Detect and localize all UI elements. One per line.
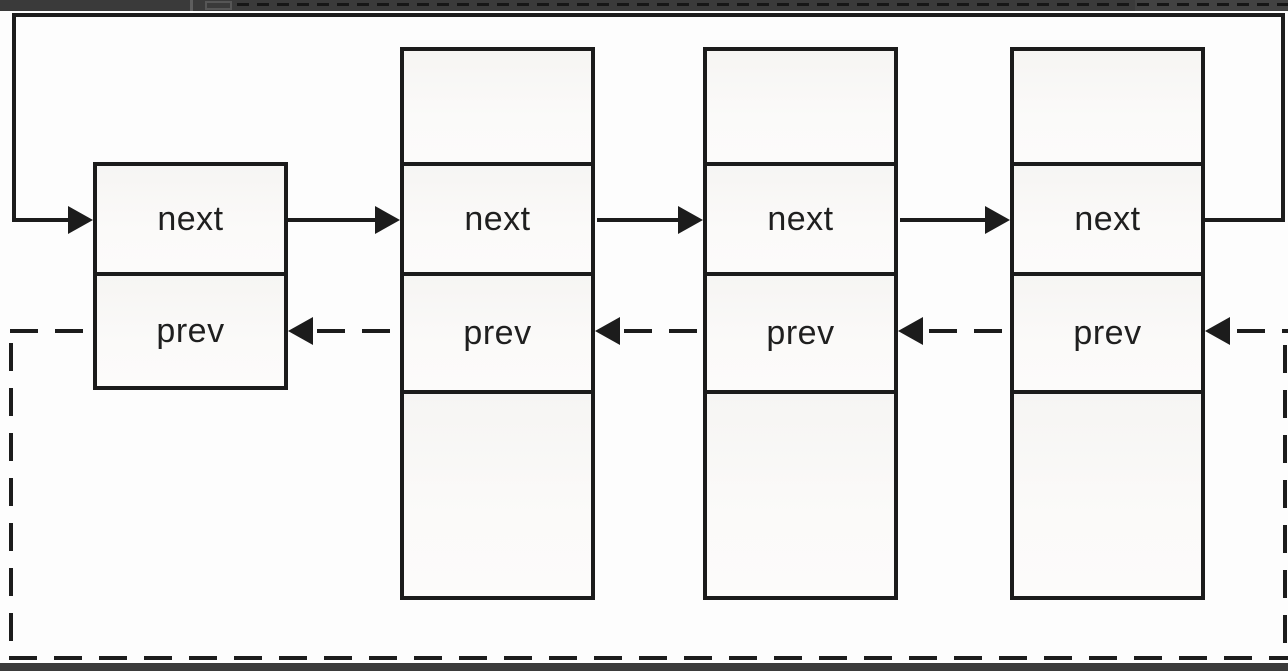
node-1-cell-next: next	[97, 166, 284, 272]
node-2-prev-label: prev	[463, 314, 532, 352]
node-1: next prev	[93, 162, 288, 390]
node-2-cell-next: next	[404, 162, 591, 272]
node-1-next-label: next	[157, 200, 224, 238]
next-link-2-arrowhead-icon	[678, 206, 703, 234]
chrome-artifact-box	[205, 1, 232, 10]
node-1-prev-label: prev	[156, 312, 225, 350]
next-link-0-line	[12, 218, 70, 222]
node-4-cell-data-top	[1014, 51, 1201, 162]
chrome-dashed-edge	[237, 3, 1288, 6]
node-1-cell-prev: prev	[97, 272, 284, 386]
next-link-4-line	[1205, 218, 1285, 222]
node-4-cell-prev: prev	[1014, 272, 1201, 390]
node-3-cell-data-top	[707, 51, 894, 162]
prev-link-1-arrowhead-icon	[288, 317, 313, 345]
prev-link-1-line	[317, 329, 400, 333]
node-3-cell-data-bottom	[707, 390, 894, 596]
node-3-cell-prev: prev	[707, 272, 894, 390]
node-2: next prev	[400, 47, 595, 600]
next-loop-right-line	[1281, 13, 1285, 222]
node-4-prev-label: prev	[1073, 314, 1142, 352]
node-4-next-label: next	[1074, 200, 1141, 238]
next-link-3-line	[900, 218, 989, 222]
node-2-cell-data-top	[404, 51, 591, 162]
prev-loop-right-line	[1283, 345, 1287, 656]
prev-link-3-line	[929, 329, 1010, 333]
next-loop-left-line	[12, 13, 16, 222]
next-loop-top-line	[12, 13, 1285, 17]
node-4-cell-next: next	[1014, 162, 1201, 272]
prev-link-4-arrowhead-icon	[1205, 317, 1230, 345]
chrome-artifact-line	[190, 0, 193, 11]
prev-loop-left-line	[9, 343, 13, 658]
node-3-next-label: next	[767, 200, 834, 238]
prev-link-2-line	[624, 329, 703, 333]
prev-link-0-line	[10, 329, 93, 333]
node-3: next prev	[703, 47, 898, 600]
node-2-cell-prev: prev	[404, 272, 591, 390]
next-link-3-arrowhead-icon	[985, 206, 1010, 234]
bottom-chrome-strip	[0, 663, 1288, 671]
next-link-1-line	[288, 218, 377, 222]
top-chrome-strip	[0, 0, 1288, 11]
node-4: next prev	[1010, 47, 1205, 600]
diagram-canvas: next prev next prev	[0, 11, 1288, 663]
node-2-next-label: next	[464, 200, 531, 238]
next-link-0-arrowhead-icon	[68, 206, 93, 234]
next-link-2-line	[597, 218, 682, 222]
prev-loop-bottom-line	[9, 656, 1288, 660]
node-4-cell-data-bottom	[1014, 390, 1201, 596]
node-2-cell-data-bottom	[404, 390, 591, 596]
prev-link-2-arrowhead-icon	[595, 317, 620, 345]
node-3-prev-label: prev	[766, 314, 835, 352]
next-link-1-arrowhead-icon	[375, 206, 400, 234]
node-3-cell-next: next	[707, 162, 894, 272]
prev-link-3-arrowhead-icon	[898, 317, 923, 345]
prev-link-4-line	[1237, 329, 1288, 333]
